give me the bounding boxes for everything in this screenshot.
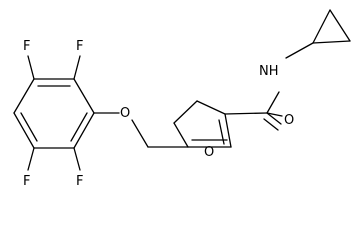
fluorine-label-bottom-right: F: [76, 174, 83, 189]
fluorine-label-top-left: F: [23, 39, 30, 54]
amide-nitrogen-label: NH: [259, 64, 279, 79]
furan-ring: [173, 100, 232, 148]
amide-group: [224, 91, 283, 131]
chemical-structure: F F F F O O O NH: [13, 9, 351, 189]
fluorine-label-bottom-left: F: [23, 174, 30, 189]
benzene-ring: [13, 78, 95, 149]
fluorine-label-top-right: F: [76, 39, 83, 54]
cyclopropyl-ring: [285, 9, 351, 59]
furan-oxygen-label: O: [204, 145, 214, 160]
fluorine-bonds: [27, 55, 81, 171]
ether-oxygen-label: O: [120, 106, 130, 121]
ether-linkage: [93, 112, 189, 148]
carbonyl-oxygen-label: O: [284, 113, 294, 128]
